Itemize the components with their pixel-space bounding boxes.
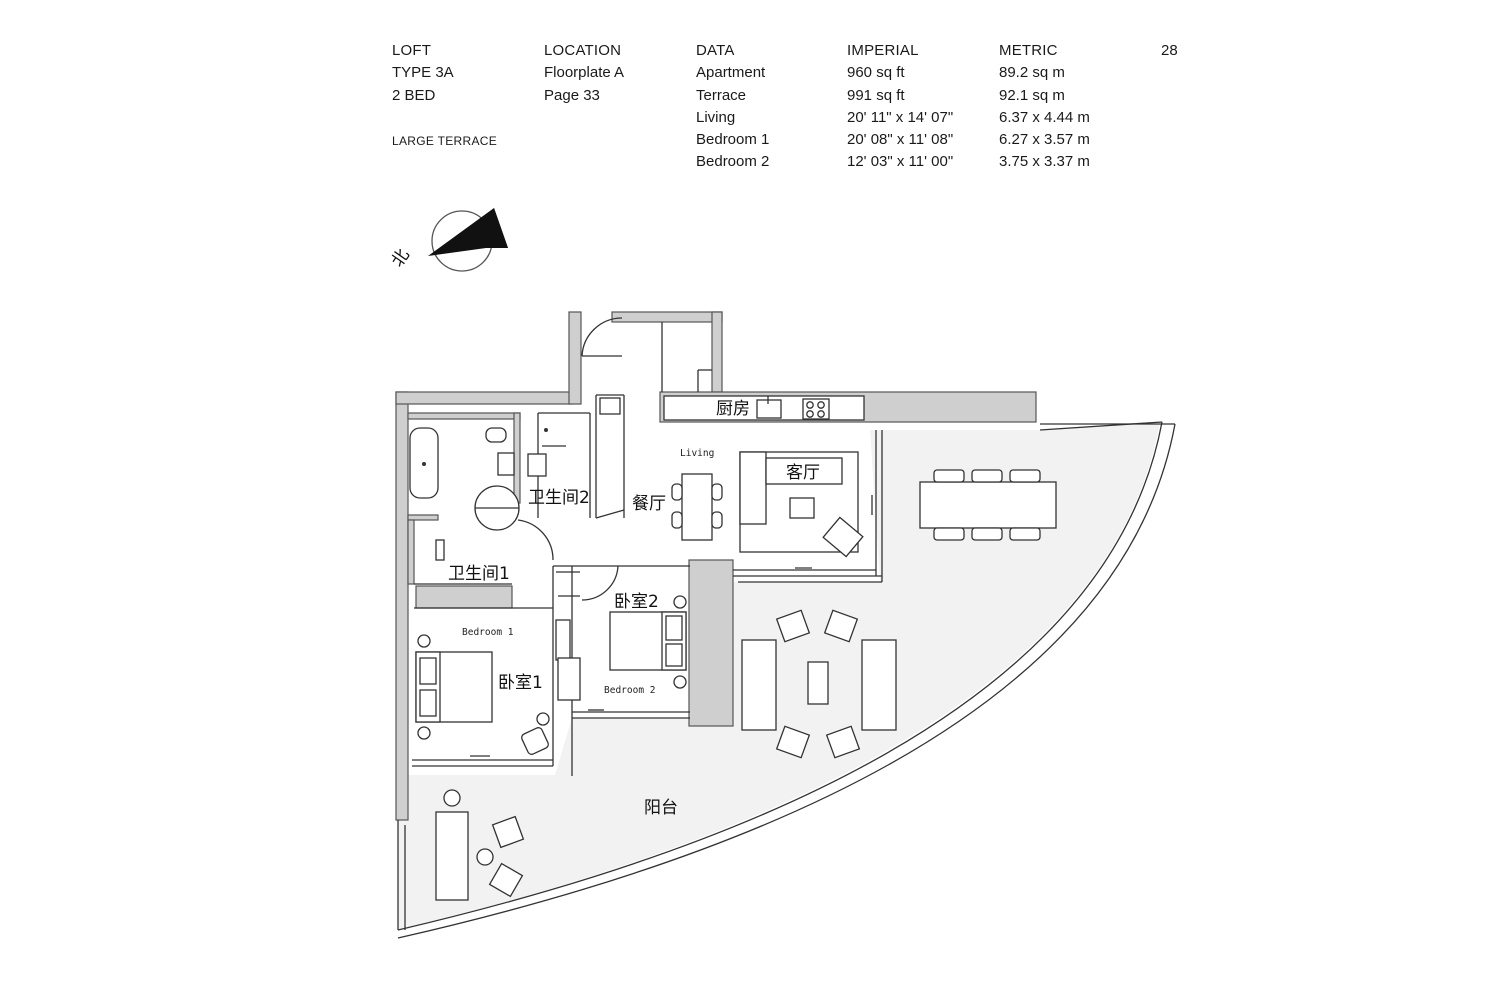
terrace-lounge xyxy=(435,609,897,901)
living-furniture xyxy=(739,451,873,569)
room-label-bath2: 卫生间2 xyxy=(528,488,590,508)
location-floorplate: Floorplate A xyxy=(544,64,625,82)
imperial-row: 991 sq ft xyxy=(847,86,905,104)
metric-column: METRIC 89.2 sq m 92.1 sq m 6.37 x 4.44 m… xyxy=(999,40,1090,174)
bedroom1-furniture xyxy=(415,619,581,757)
location-page: Page 33 xyxy=(544,86,600,104)
room-label-kitchen: 厨房 xyxy=(716,399,750,419)
data-row: Apartment xyxy=(696,64,766,82)
room-label-living-cn: 客厅 xyxy=(786,463,820,483)
sink-icon xyxy=(756,399,782,419)
data-row: Terrace xyxy=(696,86,747,104)
room-label-bedroom2-en: Bedroom 2 xyxy=(604,685,655,696)
loft-note: LARGE TERRACE xyxy=(392,133,498,148)
imperial-row: 12' 03" x 11' 00" xyxy=(847,153,954,171)
room-label-terrace: 阳台 xyxy=(644,798,678,818)
data-heading: DATA xyxy=(696,42,735,59)
data-row: Bedroom 1 xyxy=(696,131,770,149)
bedroom2-furniture xyxy=(588,595,687,711)
metric-row: 6.27 x 3.57 m xyxy=(999,131,1090,149)
page-number: 28 xyxy=(1161,42,1178,59)
loft-heading: LOFT xyxy=(392,42,432,59)
interior-lines xyxy=(397,322,883,930)
room-label-bedroom1-cn: 卧室1 xyxy=(498,673,543,693)
terrace-dining xyxy=(919,469,1057,541)
imperial-row: 20' 08" x 11' 08" xyxy=(847,131,954,149)
bath1-vanity xyxy=(415,585,513,609)
room-label-living-en: Living xyxy=(680,448,714,459)
coffee-table-icon xyxy=(789,497,815,519)
bathroom1-fixtures xyxy=(409,427,520,561)
loft-beds: 2 BED xyxy=(392,86,436,104)
room-label-bath1: 卫生间1 xyxy=(448,564,510,584)
loft-type: TYPE 3A xyxy=(392,64,454,82)
metric-row: 3.75 x 3.37 m xyxy=(999,153,1090,171)
sofa-icon xyxy=(739,451,767,525)
imperial-heading: IMPERIAL xyxy=(847,42,919,59)
terrace-edge-outer xyxy=(397,423,1176,939)
toilet-icon xyxy=(485,427,507,443)
doors xyxy=(517,317,623,601)
imperial-column: IMPERIAL 960 sq ft 991 sq ft 20' 11" x 1… xyxy=(847,40,953,174)
dining-table xyxy=(671,473,723,541)
north-compass-icon: 北 xyxy=(388,208,508,272)
data-row: Bedroom 2 xyxy=(696,153,770,171)
metric-row: 89.2 sq m xyxy=(999,64,1065,82)
metric-row: 92.1 sq m xyxy=(999,86,1065,104)
metric-heading: METRIC xyxy=(999,42,1058,59)
location-column: LOCATION Floorplate A Page 33 xyxy=(544,40,624,107)
imperial-row: 960 sq ft xyxy=(847,64,905,82)
data-column: DATA Apartment Terrace Living Bedroom 1 … xyxy=(696,40,769,174)
imperial-row: 20' 11" x 14' 07" xyxy=(847,108,954,126)
kitchen xyxy=(599,395,865,421)
bathroom2-fixtures xyxy=(527,428,566,477)
data-row: Living xyxy=(696,108,736,126)
terrace-planter xyxy=(688,559,734,727)
loft-column: LOFT TYPE 3A 2 BED LARGE TERRACE xyxy=(392,40,497,152)
room-label-dining: 餐厅 xyxy=(632,494,666,514)
metric-row: 6.37 x 4.44 m xyxy=(999,108,1090,126)
north-label: 北 xyxy=(388,245,414,270)
room-label-bedroom1-en: Bedroom 1 xyxy=(462,627,514,638)
room-label-bedroom2-cn: 卧室2 xyxy=(614,592,659,612)
terrace-edge xyxy=(397,421,1163,931)
terrace-area xyxy=(398,422,1160,930)
location-heading: LOCATION xyxy=(544,42,622,59)
